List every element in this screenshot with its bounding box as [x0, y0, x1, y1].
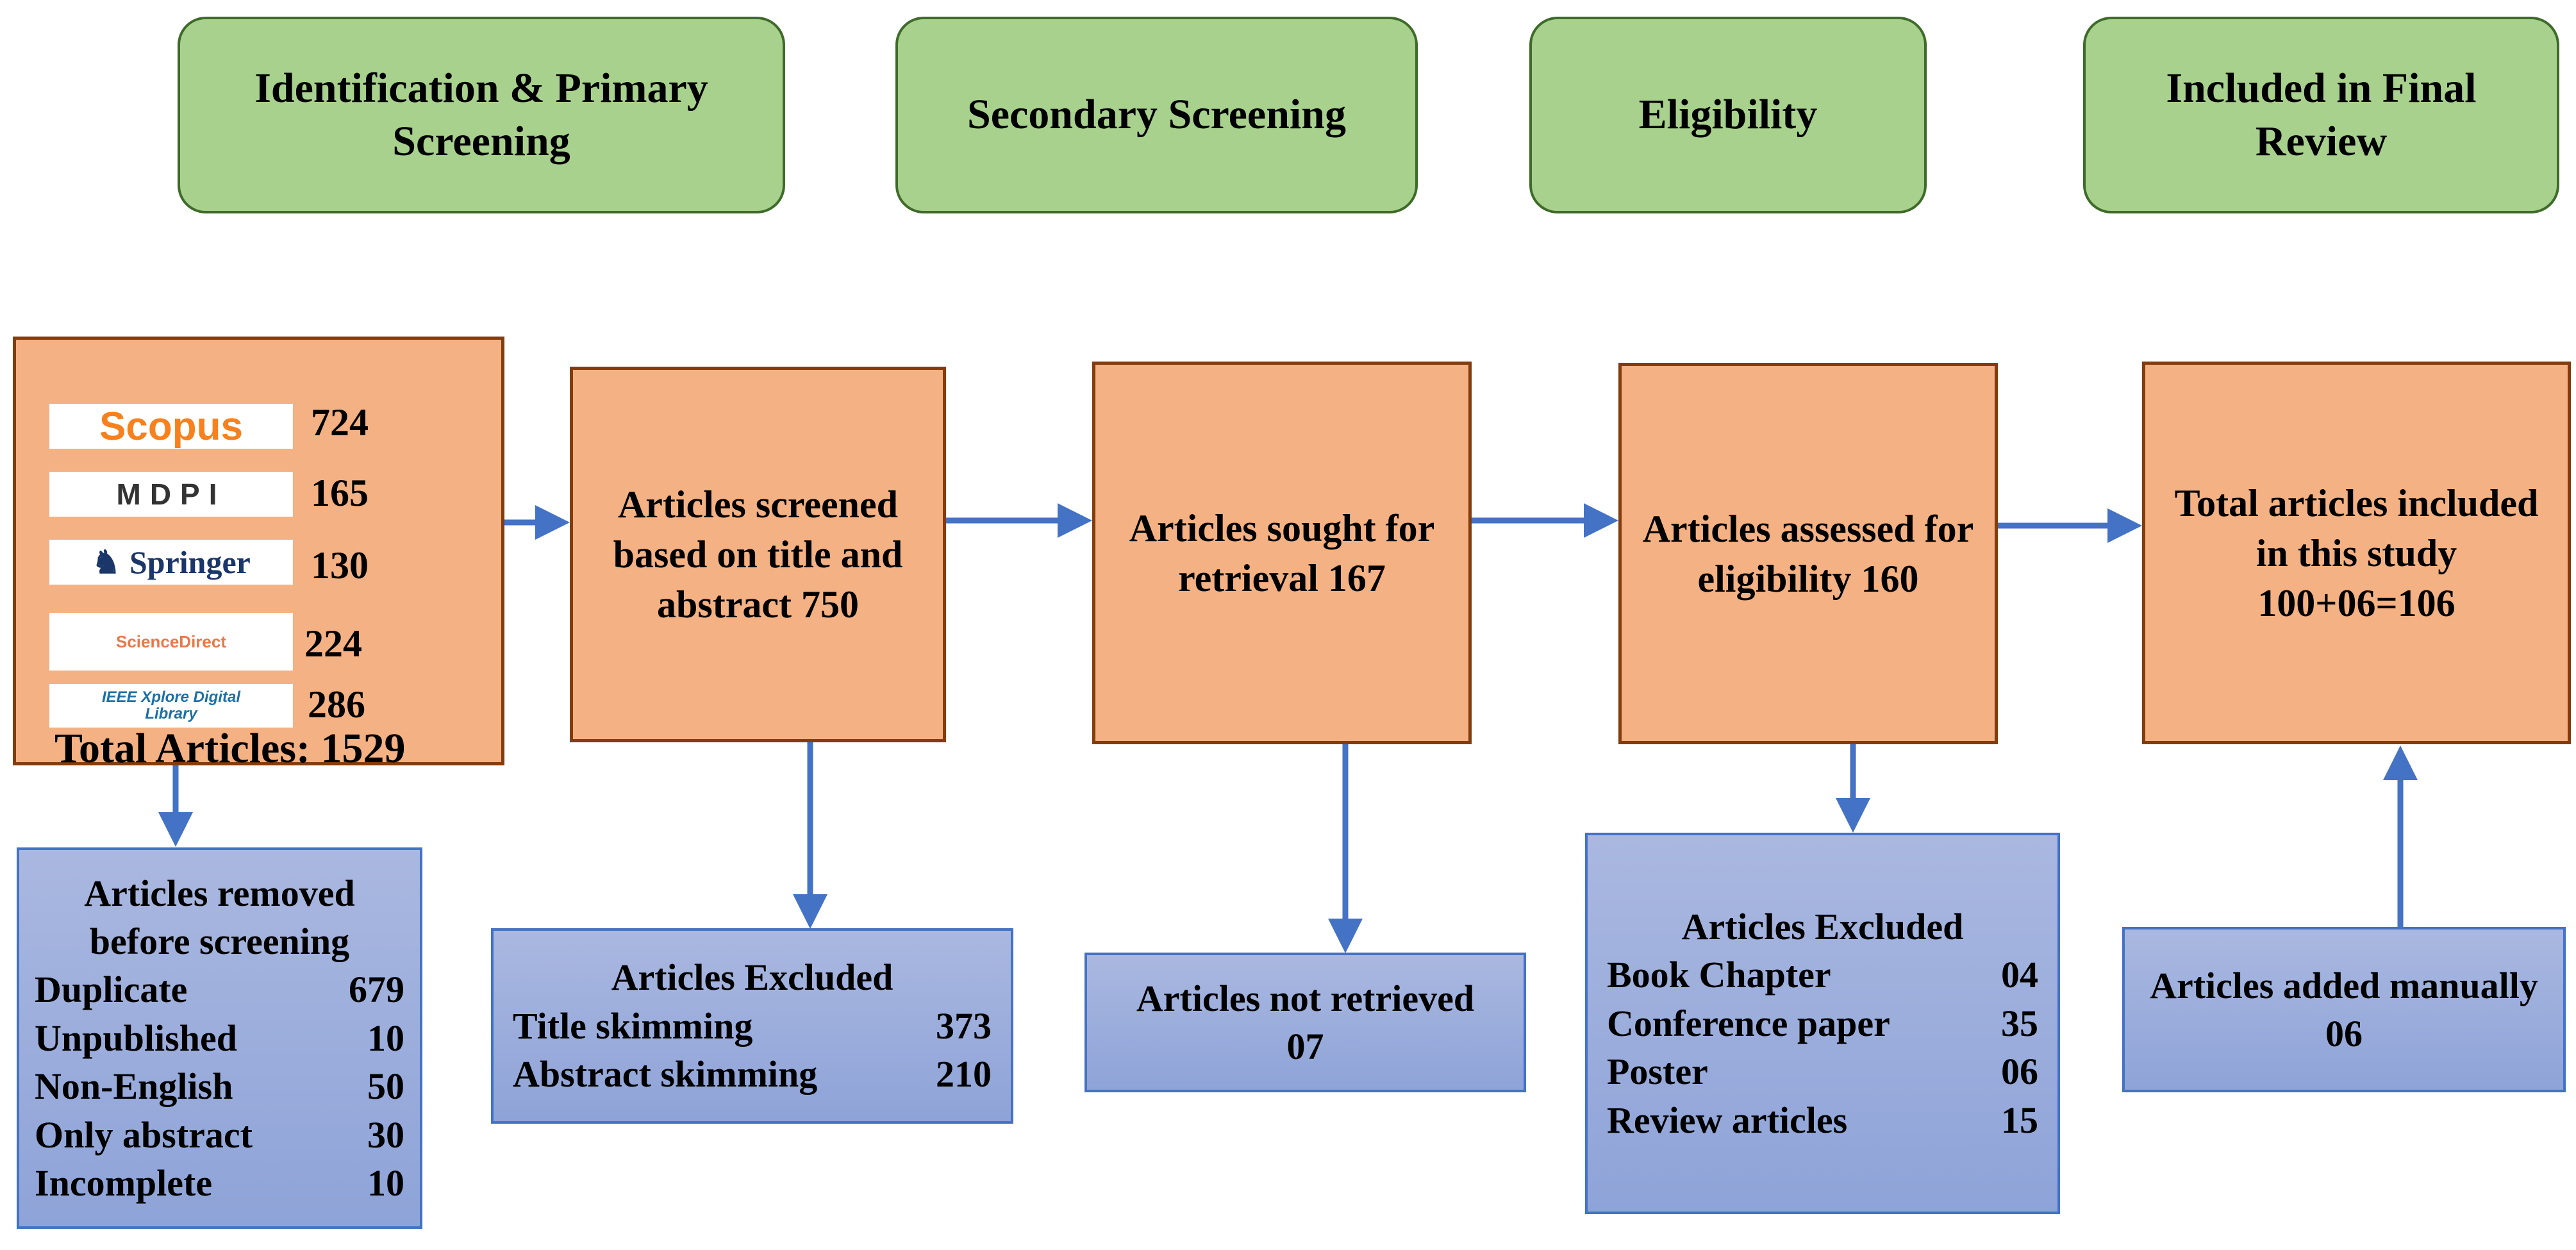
row-value: 210 — [936, 1053, 992, 1096]
row-value: 10 — [367, 1162, 404, 1204]
excluded-row: Conference paper 35 — [1607, 999, 2038, 1047]
box-text: Articles sought for retrieval 167 — [1129, 506, 1435, 599]
box-title: Articles removed before screening — [84, 872, 355, 963]
excluded-row: Book Chapter 04 — [1607, 951, 2038, 999]
source-count: 130 — [311, 544, 369, 587]
source-name: MDPI — [116, 478, 226, 511]
source-name: Springer — [129, 544, 251, 580]
box-value: 07 — [1286, 1026, 1324, 1067]
row-label: Conference paper — [1607, 1002, 1890, 1044]
box-title: Articles added manually — [2150, 964, 2538, 1006]
ieee-xplore-logo: IEEE Xplore Digital Library — [49, 684, 293, 728]
excluded-row: Abstract skimming 210 — [513, 1050, 992, 1098]
box-text: Articles assessed for eligibility 160 — [1642, 507, 1974, 600]
stage-secondary-screening: Secondary Screening — [895, 17, 1418, 213]
row-label: Title skimming — [513, 1004, 753, 1047]
excluded-row: Review articles 15 — [1607, 1096, 2038, 1144]
removed-row: Incomplete 10 — [35, 1159, 404, 1207]
source-name: Scopus — [99, 404, 243, 449]
stage-identification: Identification & Primary Screening — [178, 17, 785, 213]
box-value: 06 — [2325, 1013, 2363, 1054]
box-title: Articles not retrieved — [1136, 977, 1475, 1019]
row-label: Book Chapter — [1607, 954, 1831, 996]
source-name: IEEE Xplore Digital Library — [101, 688, 241, 722]
stage-included: Included in Final Review — [2083, 17, 2559, 213]
stage-label: Included in Final Review — [2166, 65, 2477, 165]
row-label: Poster — [1607, 1051, 1708, 1093]
box-title: Articles Excluded — [611, 956, 893, 999]
total-articles: Total Articles: 1529 — [54, 725, 406, 772]
sources-box: Scopus 724 MDPI 165 ♞Springer 130 Scienc… — [13, 337, 504, 772]
not-retrieved-box: Articles not retrieved 07 — [1084, 953, 1526, 1092]
stage-label: Eligibility — [1638, 91, 1818, 138]
row-value: 06 — [2001, 1051, 2038, 1093]
springer-logo: ♞Springer — [49, 540, 293, 585]
excluded-eligibility-box: Articles Excluded Book Chapter 04 Confere… — [1585, 833, 2060, 1214]
box-text: Articles screened based on title and abs… — [613, 483, 903, 626]
row-value: 373 — [936, 1004, 992, 1047]
source-count: 286 — [308, 683, 365, 726]
removed-row: Non-English 50 — [35, 1062, 404, 1110]
removed-row: Duplicate 679 — [35, 965, 404, 1013]
row-value: 50 — [367, 1065, 404, 1108]
assessed-box: Articles assessed for eligibility 160 — [1618, 363, 1998, 744]
excluded-row: Title skimming 373 — [513, 1002, 992, 1050]
row-value: 04 — [2001, 954, 2038, 996]
included-box: Total articles included in this study 10… — [2142, 362, 2571, 744]
source-count: 165 — [311, 472, 369, 514]
row-label: Non-English — [35, 1065, 233, 1108]
sciencedirect-logo: ScienceDirect — [49, 613, 293, 671]
excluded-screening-box: Articles Excluded Title skimming 373 Abst… — [491, 928, 1013, 1124]
row-label: Unpublished — [35, 1017, 237, 1059]
screened-box: Articles screened based on title and abs… — [570, 367, 946, 742]
row-label: Duplicate — [35, 969, 188, 1011]
row-label: Abstract skimming — [513, 1053, 818, 1096]
removed-row: Unpublished 10 — [35, 1014, 404, 1062]
row-label: Only abstract — [35, 1113, 253, 1156]
row-value: 15 — [2001, 1099, 2038, 1141]
springer-horse-icon: ♞ — [92, 544, 120, 580]
row-label: Incomplete — [35, 1162, 213, 1204]
row-value: 35 — [2001, 1002, 2038, 1044]
stage-eligibility: Eligibility — [1529, 17, 1927, 213]
source-name: ScienceDirect — [116, 631, 226, 651]
stage-label: Identification & Primary Screening — [254, 65, 708, 165]
row-value: 30 — [367, 1113, 404, 1156]
source-count: 724 — [311, 401, 369, 444]
source-count: 224 — [304, 622, 362, 665]
stage-label: Secondary Screening — [967, 91, 1346, 138]
row-value: 10 — [367, 1017, 404, 1059]
removed-box: Articles removed before screening Duplic… — [17, 847, 422, 1229]
mdpi-logo: MDPI — [49, 472, 293, 517]
sought-box: Articles sought for retrieval 167 — [1092, 362, 1472, 744]
scopus-logo: Scopus — [49, 404, 293, 449]
row-value: 679 — [349, 969, 404, 1011]
row-label: Review articles — [1607, 1099, 1848, 1141]
removed-row: Only abstract 30 — [35, 1111, 404, 1159]
box-text: Total articles included in this study 10… — [2174, 481, 2539, 624]
box-title: Articles Excluded — [1681, 906, 1964, 948]
excluded-row: Poster 06 — [1607, 1047, 2038, 1096]
added-manually-box: Articles added manually 06 — [2122, 927, 2566, 1092]
